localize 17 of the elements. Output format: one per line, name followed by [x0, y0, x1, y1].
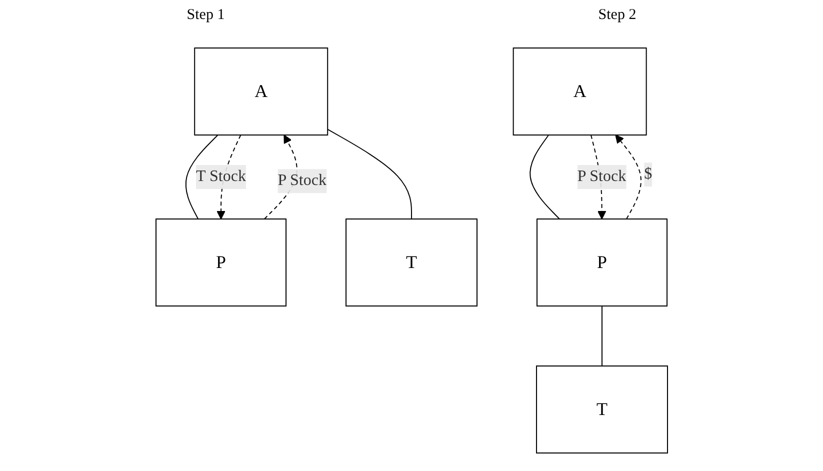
node-box: A — [512, 48, 647, 136]
edge-label: P Stock — [277, 172, 326, 190]
connector — [185, 134, 218, 220]
node-box: T — [536, 366, 668, 454]
step-heading: Step 1 — [186, 6, 225, 24]
edge-label: T Stock — [196, 168, 246, 185]
connector — [601, 306, 602, 366]
step-heading: Step 2 — [598, 6, 636, 24]
node-box: T — [345, 218, 478, 306]
edge-label: $ — [644, 166, 652, 183]
node-box: P — [155, 218, 286, 306]
connector — [326, 128, 412, 220]
arrow — [614, 134, 642, 220]
edge-label: P Stock — [577, 168, 626, 185]
node-box: P — [536, 218, 668, 306]
connector — [529, 134, 560, 220]
node-box: A — [194, 48, 328, 136]
